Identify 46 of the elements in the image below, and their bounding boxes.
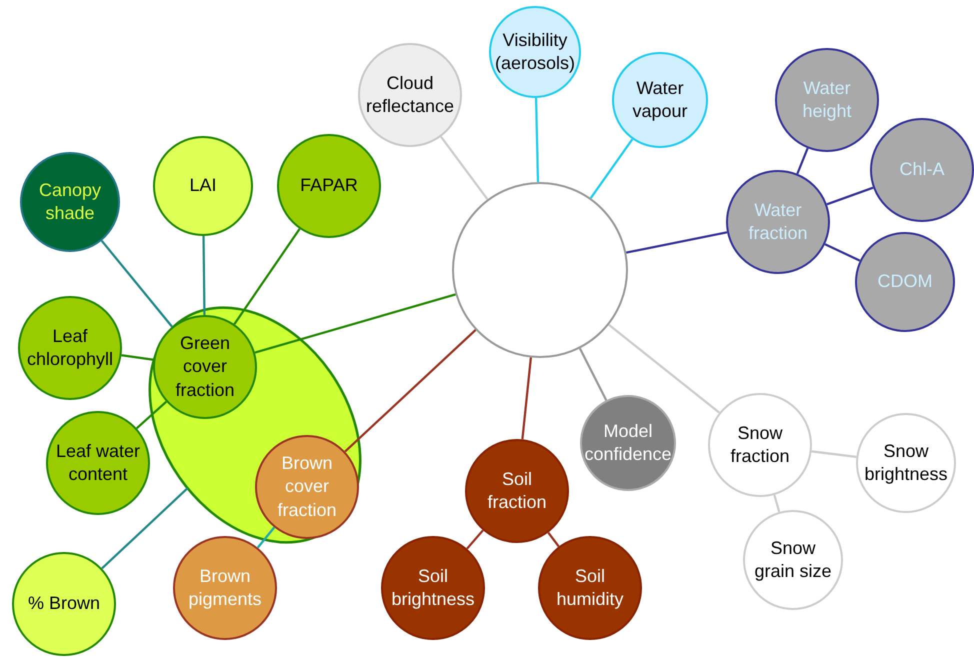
connector-line: [256, 526, 276, 548]
node-label: Soil fraction: [486, 468, 548, 514]
connector-line: [826, 186, 874, 206]
node-label: Soil brightness: [390, 564, 476, 611]
connector-line: [202, 236, 206, 316]
connector-line: [824, 243, 860, 262]
connector-line: [121, 354, 154, 361]
node-label: Water fraction: [747, 198, 809, 245]
connector-line: [811, 450, 856, 458]
connector-line: [534, 98, 540, 182]
connector-line: [100, 240, 173, 328]
node-label: Green cover fraction: [174, 332, 236, 402]
connector-line: [547, 532, 560, 548]
node-label: Snow fraction: [729, 422, 791, 468]
node-label: Brown cover fraction: [276, 452, 338, 522]
connector-line: [440, 136, 488, 200]
node-label: FAPAR: [300, 174, 358, 198]
node-label: Water vapour: [631, 76, 689, 123]
connector-line: [466, 530, 484, 550]
connector-line: [773, 494, 780, 512]
node-label: Model confidence: [583, 420, 673, 466]
connector-line: [101, 487, 188, 570]
node-label: % Brown: [28, 592, 100, 616]
node-label: Cloud reflectance: [365, 72, 455, 118]
node-label: Canopy shade: [38, 178, 102, 225]
connector-line: [233, 228, 301, 325]
node-label: Visibility (aerosols): [494, 28, 576, 75]
node-label: Leaf chlorophyll: [26, 324, 114, 371]
connector-line: [796, 148, 809, 174]
connector-line: [254, 293, 456, 354]
node-label: Chl-A: [899, 158, 944, 182]
connector-line: [521, 357, 532, 440]
node-label: Water height: [801, 76, 853, 123]
node-label: CDOM: [878, 270, 932, 294]
node-label: Snow brightness: [863, 440, 949, 486]
node-label: Snow grain size: [753, 536, 833, 583]
connector-line: [578, 348, 608, 401]
node-label: LAI: [189, 174, 217, 198]
connector-line: [344, 329, 476, 452]
node-label: Brown pigments: [187, 564, 263, 611]
connector-line: [608, 324, 720, 414]
node-label: Soil humidity: [555, 564, 625, 611]
connector-line: [626, 231, 728, 254]
connector-line: [136, 400, 168, 430]
connector-line: [590, 138, 634, 199]
node-label: Leaf water content: [54, 440, 142, 486]
